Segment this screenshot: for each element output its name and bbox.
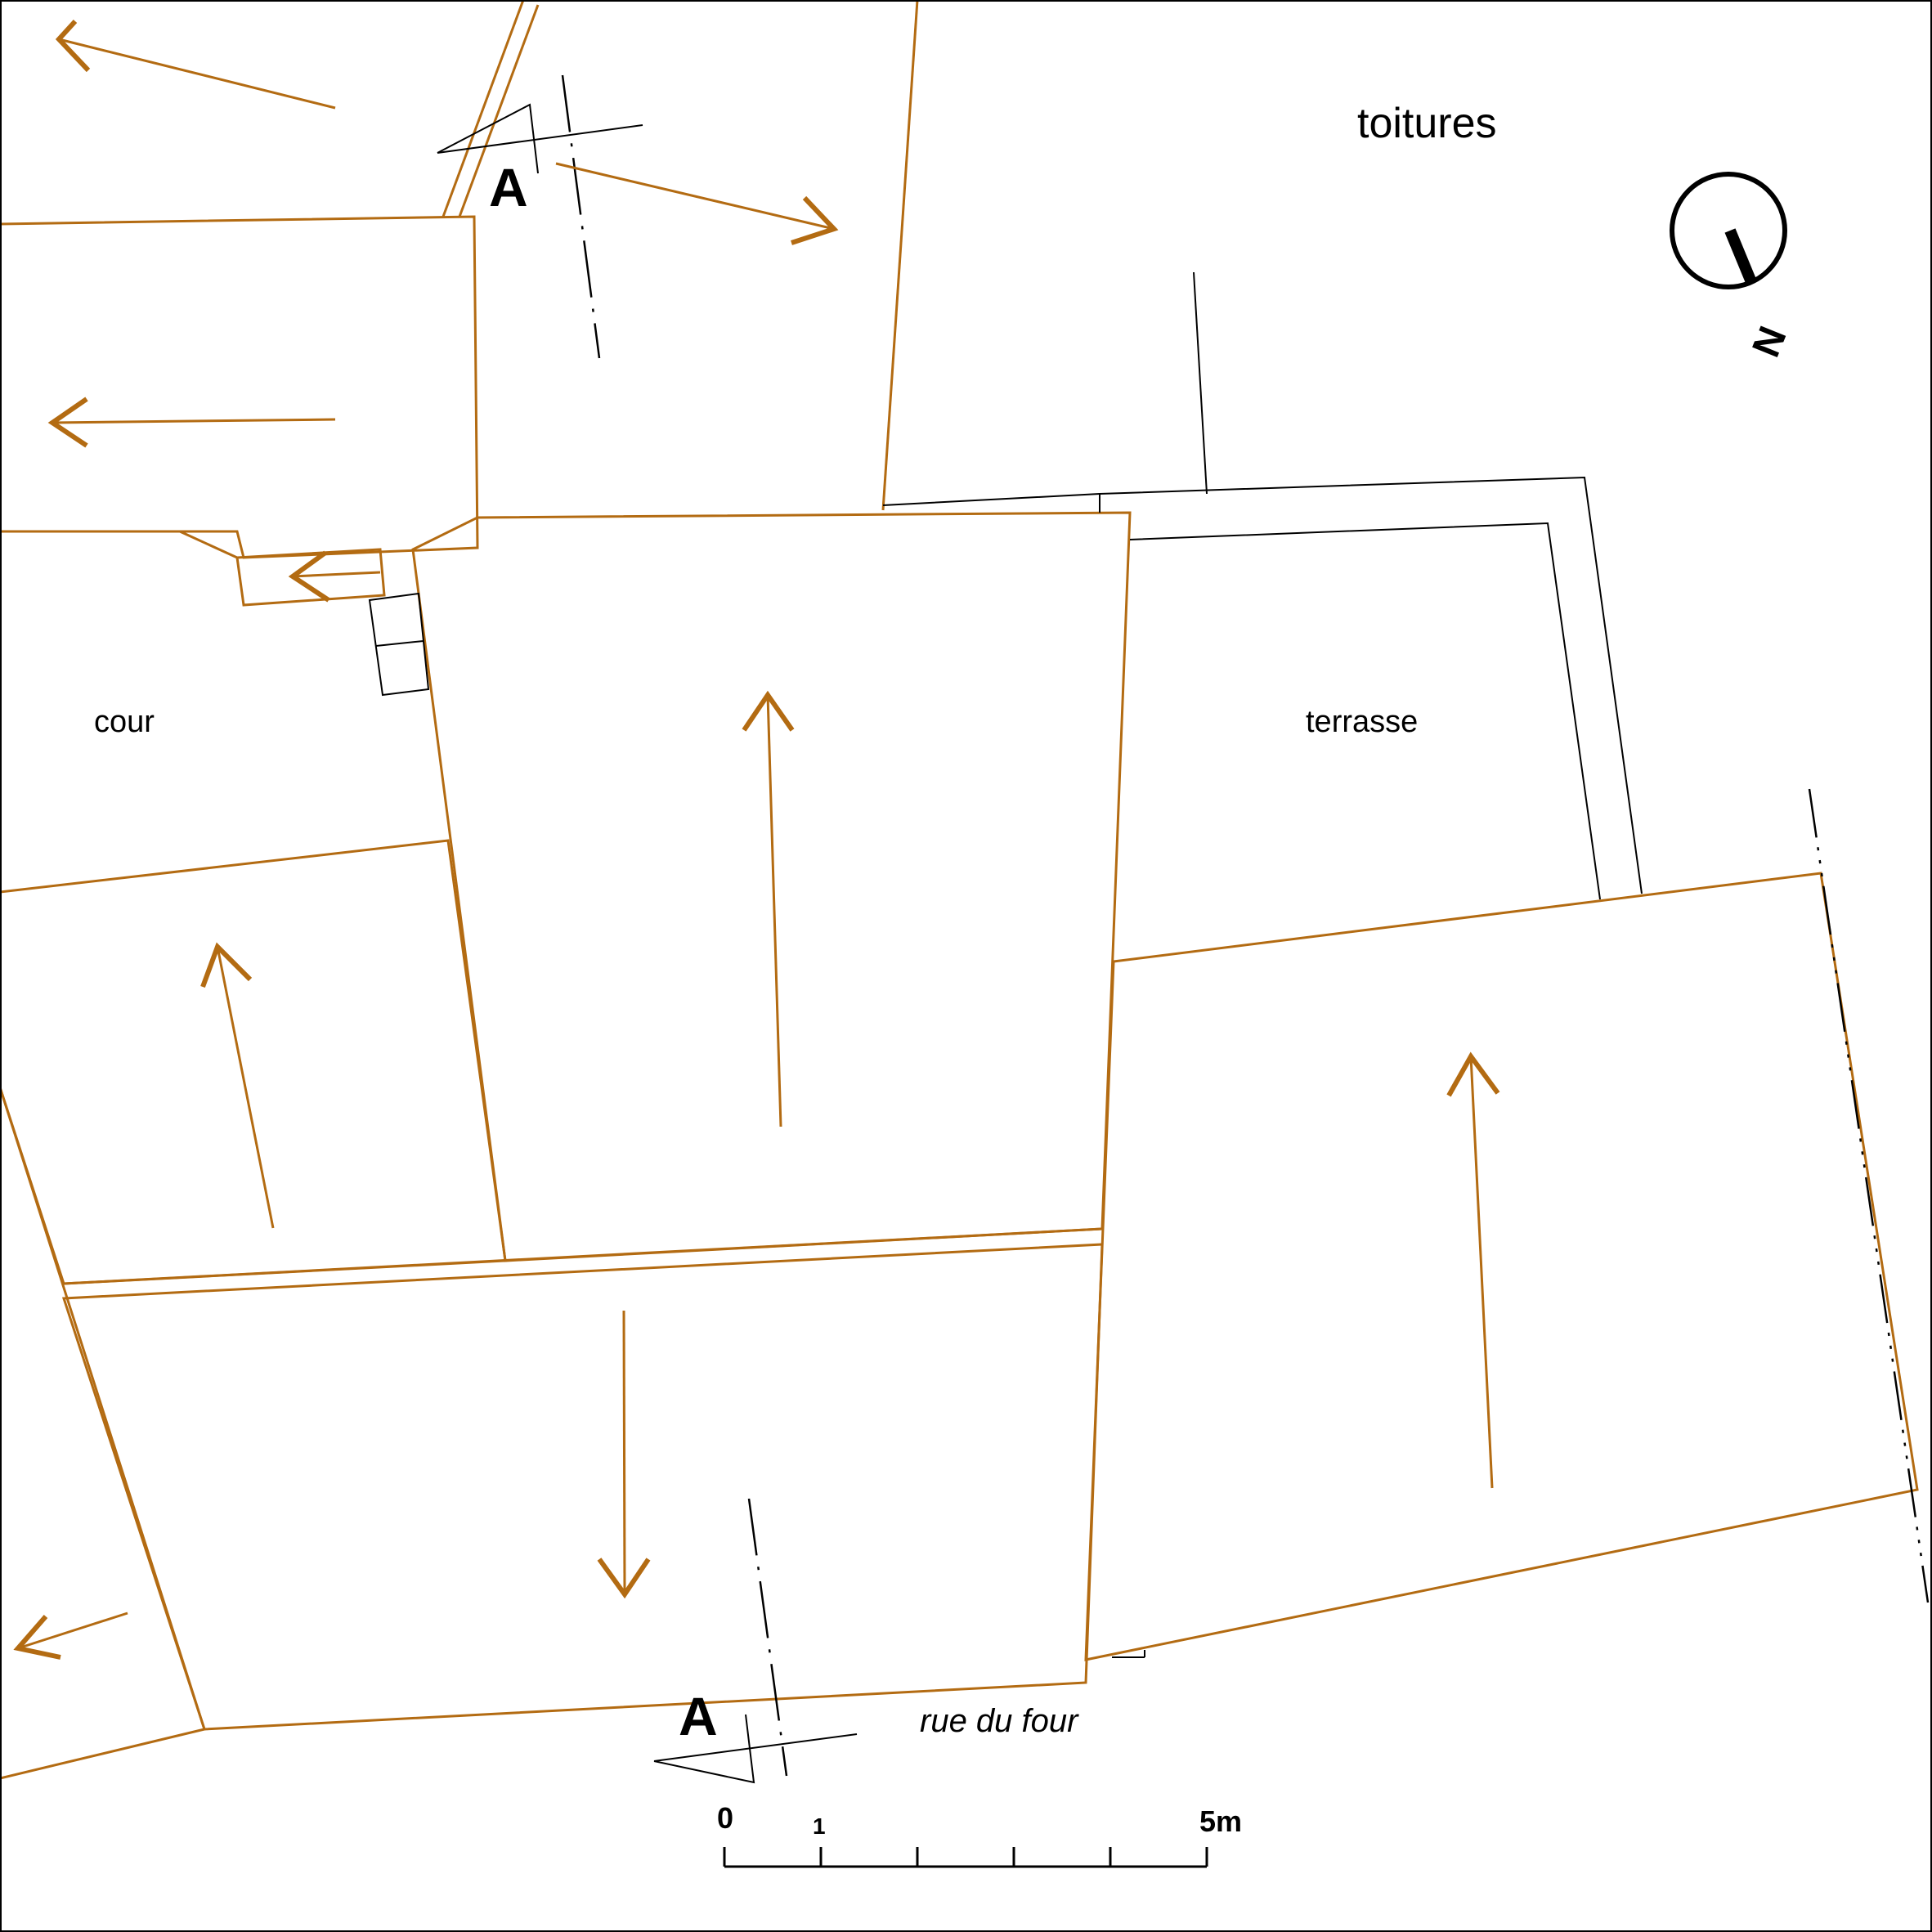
scale-label-zero: 0 [717,1801,733,1835]
section-marker-top: A [437,103,643,217]
roof-left-middle [0,839,507,1285]
roof-bottom [61,1243,1104,1731]
slope-arrow-2-shaft [555,162,835,231]
property-boundary-east [1808,788,1930,1603]
section-label-bottom: A [679,1686,718,1746]
slope-arrows [13,19,1500,1660]
slope-arrow-5-icon [742,690,795,732]
boundary-line-north [1193,271,1208,495]
slope-arrow-6-icon [200,942,253,988]
roof-right [1084,872,1919,1661]
roof-step [235,548,386,607]
north-arrow-letter: N [1745,321,1795,363]
slope-arrow-7-icon [1446,1051,1500,1097]
section-axes [561,74,1930,1777]
slope-arrow-9-icon [13,1615,61,1660]
slope-arrow-7-shaft [1469,1056,1494,1489]
north-arrow-icon: N [1670,172,1795,363]
label-street: rue du four [920,1703,1079,1739]
roof-outlines [0,0,1919,1780]
roof-bottom-gutter [63,1227,1103,1285]
slope-arrow-4-shaft [292,571,381,578]
slope-arrow-3-icon [47,397,88,448]
label-roofs: toitures [1357,100,1497,147]
courtyard-step-line [375,640,424,647]
label-terrace: terrasse [1306,705,1418,739]
slope-arrow-9-shaft [17,1611,128,1650]
roof-far-left [0,1087,206,1780]
slope-arrow-1-shaft [58,38,336,110]
slope-arrow-6-shaft [216,946,275,1229]
section-line-a-bottom [747,1498,788,1777]
slope-arrow-8-icon [597,1558,651,1599]
section-marker-bottom: A [653,1686,858,1784]
slope-arrow-4-icon [288,550,330,603]
section-marker-top-bar [437,124,643,154]
structure-lines [368,271,1643,1658]
scale-bar: 0 1 5m [717,1801,1242,1868]
slope-arrow-1-icon [55,19,91,73]
slope-arrow-3-shaft [52,418,336,424]
label-courtyard: cour [94,705,155,739]
section-marker-top-triangle [437,103,539,174]
north-arrow-circle [1670,172,1787,289]
section-label-top: A [489,157,528,217]
north-arrow-needle [1724,228,1757,285]
section-line-a-top [561,74,601,359]
slope-arrow-8-shaft [622,1310,626,1595]
roof-central [411,511,1132,1262]
roof-upper-left-notch [179,530,238,559]
roof-ridge-north [881,0,919,511]
section-marker-bottom-triangle [653,1714,755,1784]
terrace-parapet-outer [882,476,1643,894]
slope-arrow-5-shaft [766,694,782,1127]
roof-upper-left [0,215,479,559]
scale-label-one: 1 [813,1813,826,1839]
roof-wall-top-2 [458,4,540,217]
terrace-parapet-inner [1129,522,1601,900]
courtyard-steps [368,592,430,697]
scale-label-five: 5m [1199,1804,1242,1838]
slope-arrow-2-icon [791,195,839,245]
section-marker-bottom-bar [653,1733,858,1762]
roof-wall-top-1 [442,0,525,217]
